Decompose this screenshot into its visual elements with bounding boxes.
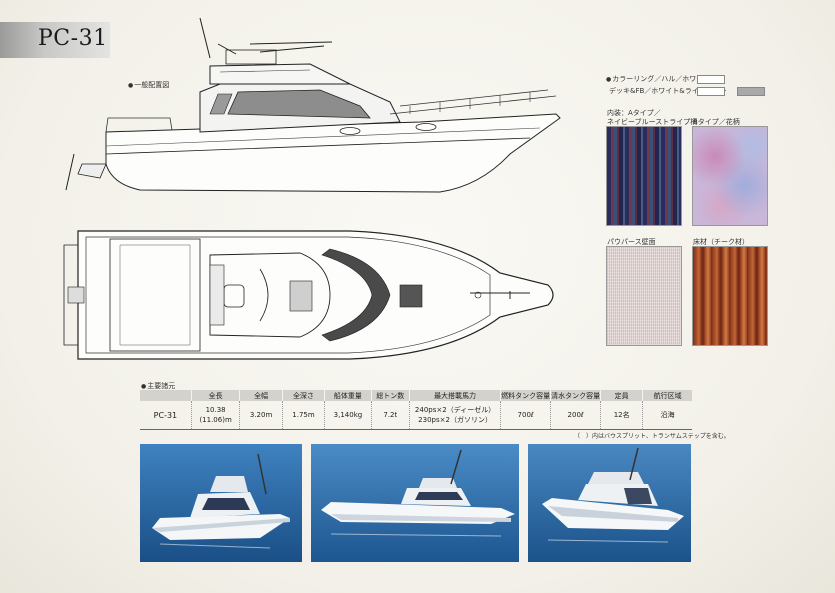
- spec-data-row: PC-31 10.38 (11.06)m 3.20m 1.75m 3,140kg…: [140, 401, 692, 430]
- spec-footnote: （ ）内はバウスプリット、トランサムステップを含む。: [574, 433, 730, 440]
- spec-capacity: 12名: [600, 401, 643, 430]
- spec-power: 240ps×2（ディーゼル） 230ps×2（ガソリン）: [408, 401, 501, 430]
- spec-water-tank: 200ℓ: [550, 401, 601, 430]
- general-arrangement-label: 一般配置図: [128, 80, 169, 90]
- spec-power-gasoline: 230ps×2（ガソリン）: [418, 416, 492, 424]
- floor-label: 床材（チーク材）: [693, 238, 749, 246]
- spec-header-beam: 全幅: [239, 390, 283, 401]
- spec-header-water: 清水タンク容量: [550, 390, 601, 401]
- spec-header-length: 全長: [190, 390, 240, 401]
- side-elevation-drawing: [65, 17, 561, 193]
- spec-length-line1: 10.38: [205, 406, 226, 414]
- interior-a-label-1: 内装：Aタイプ／: [607, 109, 661, 117]
- deck-fb-label: デッキ&FB／ホワイト&ライトグレー: [609, 87, 727, 95]
- spec-header-tonnage: 総トン数: [370, 390, 410, 401]
- interior-a-label-2: ネイビーブルーストライプ柄: [607, 118, 698, 126]
- boat-photo-1: [140, 444, 302, 562]
- spec-length-line2: (11.06)m: [199, 416, 232, 424]
- spec-fuel-tank: 700ℓ: [500, 401, 551, 430]
- navy-stripe-swatch: [606, 126, 682, 226]
- color-ring-label: カラーリング／ハル／ホワイト: [606, 74, 710, 84]
- spec-table: 全長 全幅 全深さ 船体重量 総トン数 最大搭載馬力 燃料タンク容量 清水タンク…: [140, 390, 692, 430]
- spec-header-row: 全長 全幅 全深さ 船体重量 総トン数 最大搭載馬力 燃料タンク容量 清水タンク…: [140, 390, 692, 401]
- floral-swatch: [692, 126, 768, 226]
- plan-view-drawing: [63, 230, 554, 360]
- spec-area: 沿海: [642, 401, 692, 430]
- teak-floor-swatch: [692, 246, 768, 346]
- deck-color-swatch-gray: [737, 87, 765, 96]
- deck-color-swatch-white: [697, 87, 725, 96]
- hull-color-swatch: [697, 75, 725, 84]
- page-title: PC-31: [38, 26, 108, 51]
- boat-photo-3: [528, 444, 691, 562]
- interior-b-label: Bタイプ／花柄: [693, 118, 740, 126]
- spec-header-weight: 船体重量: [324, 390, 372, 401]
- spec-header-area: 航行区域: [642, 390, 692, 401]
- spec-beam: 3.20m: [239, 401, 283, 430]
- spec-header-depth: 全深さ: [281, 390, 325, 401]
- title-tab: [0, 22, 110, 58]
- spec-header-fuel: 燃料タンク容量: [500, 390, 551, 401]
- spec-header-model: [140, 390, 192, 401]
- main-specs-label: 主要諸元: [141, 381, 175, 391]
- spec-header-power: 最大搭載馬力: [408, 390, 501, 401]
- boat-photo-2: [311, 444, 519, 562]
- wall-material-swatch: [606, 246, 682, 346]
- spec-power-diesel: 240ps×2（ディーゼル）: [414, 406, 496, 414]
- spec-depth: 1.75m: [281, 401, 325, 430]
- spec-header-capacity: 定員: [600, 390, 643, 401]
- wall-label: パウパース壁面: [607, 238, 656, 246]
- spec-weight: 3,140kg: [324, 401, 372, 430]
- spec-tonnage: 7.2t: [370, 401, 410, 430]
- spec-model: PC-31: [140, 401, 192, 430]
- spec-length: 10.38 (11.06)m: [190, 401, 240, 430]
